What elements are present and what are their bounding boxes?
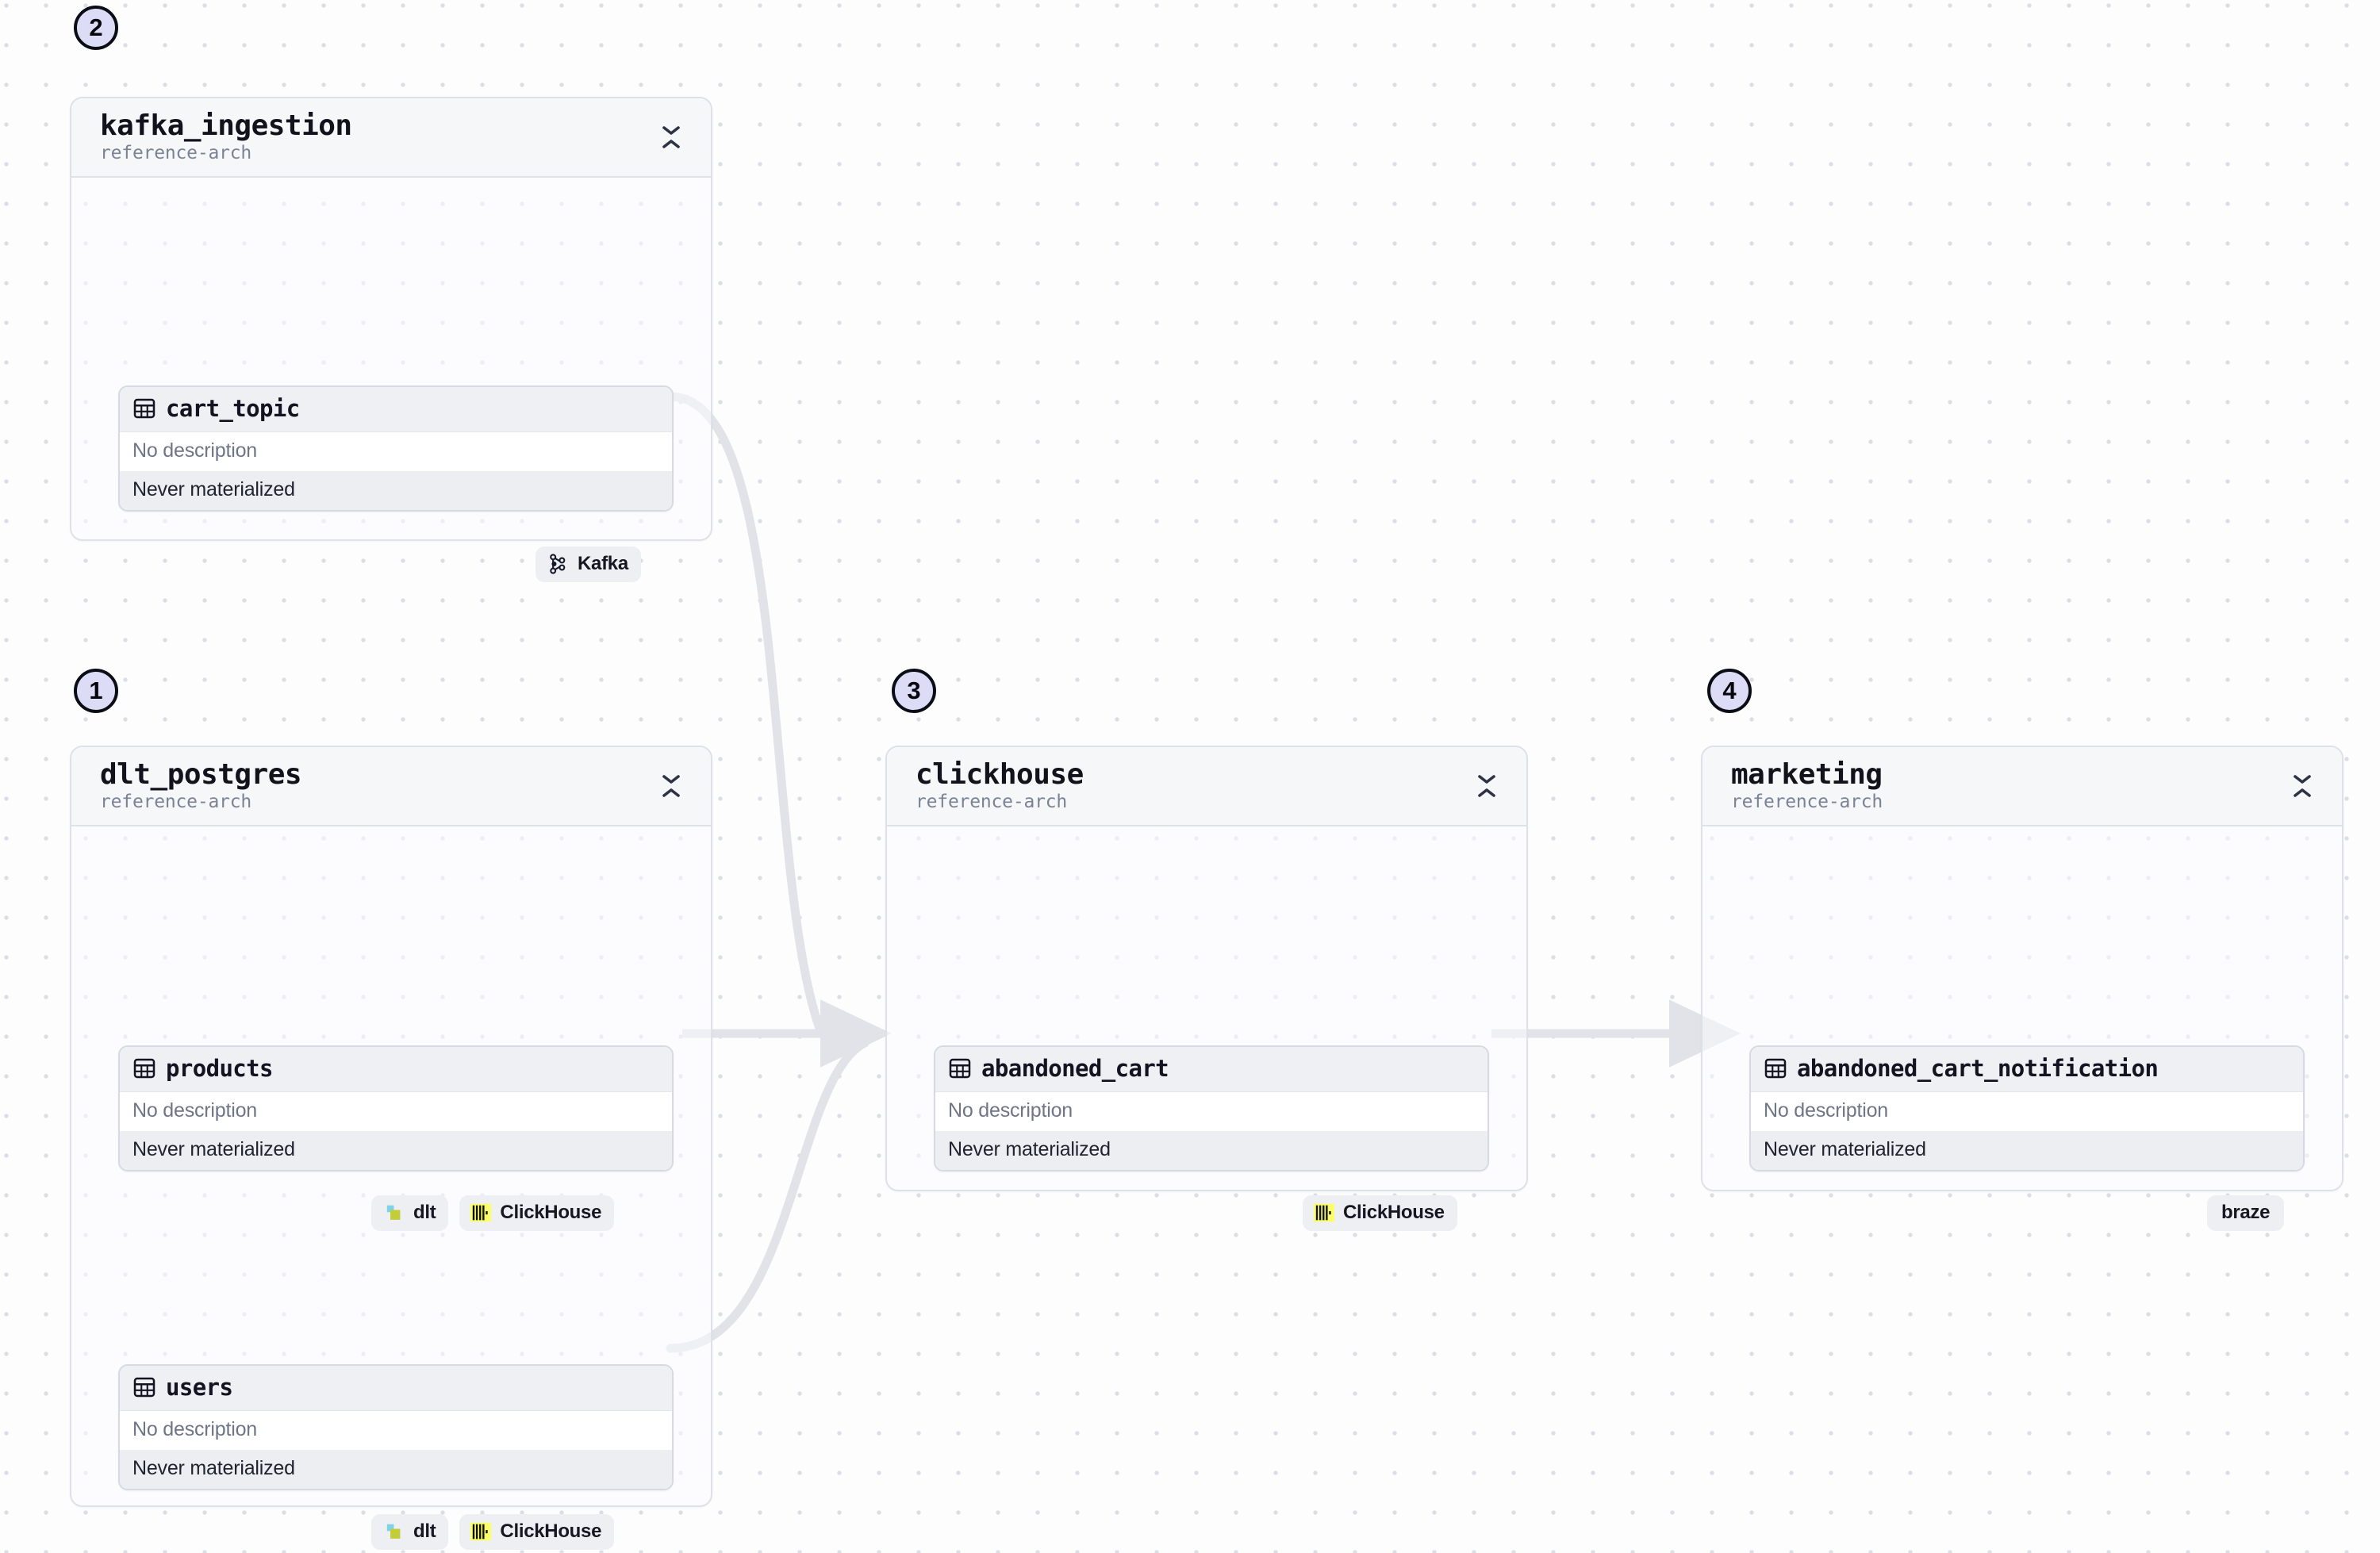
group-title: kafka_ingestion xyxy=(100,109,352,142)
group-header-marketing[interactable]: marketing reference-arch xyxy=(1702,747,2342,826)
table-icon xyxy=(133,398,155,419)
asset-name: cart_topic xyxy=(166,395,300,422)
asset-materialization: Never materialized xyxy=(120,1131,672,1170)
asset-description: No description xyxy=(120,1092,672,1131)
chip-dlt[interactable]: dlt xyxy=(371,1514,449,1550)
asset-node-abandoned_cart[interactable]: abandoned_cart No description Never mate… xyxy=(934,1045,1489,1171)
group-header-text-kafka_ingestion: kafka_ingestion reference-arch xyxy=(100,109,352,164)
group-subtitle: reference-arch xyxy=(1731,792,1883,813)
asset-description: No description xyxy=(1751,1092,2303,1131)
chip-dlt[interactable]: dlt xyxy=(371,1195,449,1231)
collapse-vertical-icon[interactable] xyxy=(2286,767,2318,805)
group-card-kafka_ingestion[interactable]: kafka_ingestion reference-arch xyxy=(70,97,712,582)
group-header-clickhouse[interactable]: clickhouse reference-arch xyxy=(887,747,1526,826)
step-badge-2[interactable]: 2 xyxy=(74,6,118,50)
chip-label: braze xyxy=(2221,1202,2271,1223)
group-subtitle: reference-arch xyxy=(916,792,1068,813)
table-icon xyxy=(949,1058,971,1079)
group-header-dlt_postgres[interactable]: dlt_postgres reference-arch xyxy=(71,747,711,826)
clickhouse-icon xyxy=(470,1203,492,1222)
dlt-icon xyxy=(386,1524,401,1539)
asset-name: users xyxy=(166,1374,233,1401)
group-card-marketing[interactable]: marketing reference-arch aban xyxy=(1701,746,2344,1231)
group-subtitle: reference-arch xyxy=(100,792,252,813)
asset-header: products xyxy=(120,1047,672,1092)
group-header-text-marketing: marketing reference-arch xyxy=(1731,757,1883,813)
asset-chips-abandoned_cart_notification: braze xyxy=(2207,1195,2285,1231)
step-badge-1[interactable]: 1 xyxy=(74,669,118,713)
table-icon xyxy=(1764,1058,1787,1079)
asset-header: users xyxy=(120,1366,672,1411)
chip-label: ClickHouse xyxy=(500,1520,602,1542)
asset-chips-abandoned_cart: ClickHouse xyxy=(1303,1195,1457,1231)
asset-node-products[interactable]: products No description Never materializ… xyxy=(118,1045,674,1171)
chip-braze[interactable]: braze xyxy=(2207,1195,2285,1231)
collapse-vertical-icon[interactable] xyxy=(1471,767,1503,805)
chip-clickhouse[interactable]: ClickHouse xyxy=(1303,1195,1457,1231)
asset-header: abandoned_cart xyxy=(935,1047,1488,1092)
group-header-text-clickhouse: clickhouse reference-arch xyxy=(916,757,1084,813)
asset-name: abandoned_cart_notification xyxy=(1797,1055,2159,1082)
asset-description: No description xyxy=(120,1411,672,1450)
dlt-icon xyxy=(386,1205,401,1220)
group-card-dlt_postgres[interactable]: dlt_postgres reference-arch xyxy=(70,746,712,1550)
chip-label: dlt xyxy=(413,1520,436,1542)
group-title: marketing xyxy=(1731,757,1883,791)
clickhouse-icon xyxy=(470,1522,492,1541)
step-badge-3[interactable]: 3 xyxy=(892,669,936,713)
group-title: clickhouse xyxy=(916,757,1084,791)
asset-node-abandoned_cart_notification[interactable]: abandoned_cart_notification No descripti… xyxy=(1749,1045,2305,1171)
group-header-text-dlt_postgres: dlt_postgres reference-arch xyxy=(100,757,302,813)
asset-materialization: Never materialized xyxy=(1751,1131,2303,1170)
group-subtitle: reference-arch xyxy=(100,143,252,164)
table-icon xyxy=(133,1377,155,1398)
asset-materialization: Never materialized xyxy=(935,1131,1488,1170)
asset-materialization: Never materialized xyxy=(120,471,672,510)
collapse-vertical-icon[interactable] xyxy=(655,118,687,156)
asset-chips-users: dlt ClickHouse xyxy=(371,1514,615,1550)
asset-name: products xyxy=(166,1055,273,1082)
asset-header: abandoned_cart_notification xyxy=(1751,1047,2303,1092)
group-header-kafka_ingestion[interactable]: kafka_ingestion reference-arch xyxy=(71,98,711,178)
chip-label: dlt xyxy=(413,1202,436,1223)
chip-label: ClickHouse xyxy=(1343,1202,1445,1223)
asset-node-users[interactable]: users No description Never materialized xyxy=(118,1364,674,1490)
chip-kafka[interactable]: Kafka xyxy=(536,546,641,582)
step-badge-4[interactable]: 4 xyxy=(1707,669,1752,713)
collapse-vertical-icon[interactable] xyxy=(655,767,687,805)
asset-description: No description xyxy=(935,1092,1488,1131)
clickhouse-icon xyxy=(1314,1203,1334,1222)
asset-node-cart_topic[interactable]: cart_topic No description Never material… xyxy=(118,385,674,512)
table-icon xyxy=(133,1058,155,1079)
group-card-clickhouse[interactable]: clickhouse reference-arch aba xyxy=(885,746,1528,1231)
group-title: dlt_postgres xyxy=(100,757,302,791)
asset-header: cart_topic xyxy=(120,387,672,432)
asset-description: No description xyxy=(120,432,672,471)
chip-label: ClickHouse xyxy=(500,1202,602,1223)
chip-clickhouse[interactable]: ClickHouse xyxy=(459,1514,615,1550)
chip-clickhouse[interactable]: ClickHouse xyxy=(459,1195,615,1231)
chip-label: Kafka xyxy=(578,553,628,574)
asset-materialization: Never materialized xyxy=(120,1450,672,1489)
asset-chips-cart_topic: Kafka xyxy=(536,546,641,582)
kafka-icon xyxy=(550,554,566,574)
asset-name: abandoned_cart xyxy=(981,1055,1169,1082)
asset-chips-products: dlt ClickHouse xyxy=(371,1195,615,1231)
